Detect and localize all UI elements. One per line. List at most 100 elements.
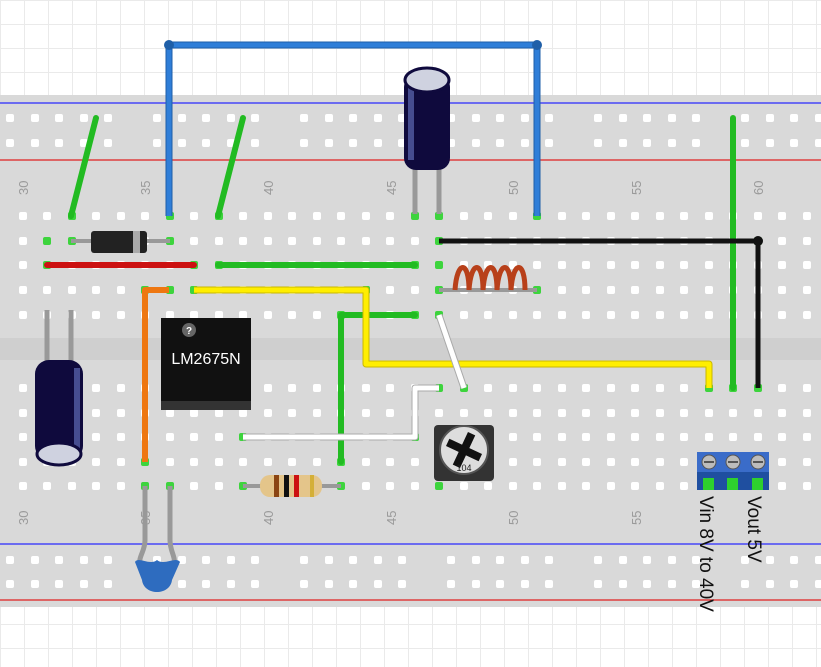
breadboard-hole[interactable] xyxy=(741,139,749,147)
breadboard-hole[interactable] xyxy=(472,580,480,588)
orange-wire[interactable] xyxy=(142,287,169,462)
breadboard-hole[interactable] xyxy=(656,311,664,319)
breadboard-hole[interactable] xyxy=(288,409,296,417)
breadboard-hole[interactable] xyxy=(349,114,357,122)
breadboard-hole[interactable] xyxy=(729,409,737,417)
breadboard-hole[interactable] xyxy=(19,433,27,441)
breadboard-hole[interactable] xyxy=(215,237,223,245)
breadboard-hole[interactable] xyxy=(435,409,443,417)
breadboard-hole[interactable] xyxy=(607,409,615,417)
breadboard-hole[interactable] xyxy=(484,384,492,392)
breadboard-hole[interactable] xyxy=(496,139,504,147)
breadboard-hole[interactable] xyxy=(582,286,590,294)
breadboard-hole[interactable] xyxy=(411,458,419,466)
breadboard-hole[interactable] xyxy=(398,556,406,564)
breadboard-hole[interactable] xyxy=(190,409,198,417)
breadboard-hole[interactable] xyxy=(43,212,51,220)
breadboard-hole[interactable] xyxy=(202,556,210,564)
breadboard-hole[interactable] xyxy=(680,311,688,319)
breadboard-hole[interactable] xyxy=(215,409,223,417)
breadboard-hole[interactable] xyxy=(202,139,210,147)
breadboard-hole[interactable] xyxy=(313,409,321,417)
breadboard-hole[interactable] xyxy=(766,556,774,564)
breadboard-hole[interactable] xyxy=(680,286,688,294)
breadboard-hole[interactable] xyxy=(43,286,51,294)
electrolytic-capacitor-icon[interactable] xyxy=(35,310,83,467)
breadboard-hole[interactable] xyxy=(288,384,296,392)
breadboard-hole[interactable] xyxy=(104,556,112,564)
breadboard-hole[interactable] xyxy=(594,139,602,147)
breadboard-hole[interactable] xyxy=(386,458,394,466)
breadboard-hole[interactable] xyxy=(619,114,627,122)
breadboard-hole[interactable] xyxy=(705,212,713,220)
breadboard-hole[interactable] xyxy=(117,311,125,319)
breadboard-hole[interactable] xyxy=(349,580,357,588)
breadboard-hole[interactable] xyxy=(190,458,198,466)
breadboard-hole[interactable] xyxy=(607,212,615,220)
breadboard-hole[interactable] xyxy=(313,458,321,466)
breadboard-hole[interactable] xyxy=(778,237,786,245)
breadboard-hole[interactable] xyxy=(386,212,394,220)
breadboard-hole[interactable] xyxy=(680,482,688,490)
breadboard-hole[interactable] xyxy=(558,433,566,441)
breadboard-hole[interactable] xyxy=(521,139,529,147)
breadboard-hole[interactable] xyxy=(656,212,664,220)
breadboard-hole[interactable] xyxy=(533,433,541,441)
breadboard-hole[interactable] xyxy=(92,212,100,220)
breadboard-hole[interactable] xyxy=(80,556,88,564)
breadboard-hole[interactable] xyxy=(19,384,27,392)
breadboard-hole[interactable] xyxy=(6,556,14,564)
breadboard-hole[interactable] xyxy=(460,212,468,220)
breadboard-hole[interactable] xyxy=(166,433,174,441)
breadboard-hole[interactable] xyxy=(288,311,296,319)
breadboard-hole[interactable] xyxy=(533,409,541,417)
breadboard-hole[interactable] xyxy=(239,212,247,220)
breadboard-hole[interactable] xyxy=(741,114,749,122)
breadboard-hole[interactable] xyxy=(80,580,88,588)
breadboard-hole[interactable] xyxy=(460,409,468,417)
breadboard-hole[interactable] xyxy=(31,114,39,122)
breadboard-hole[interactable] xyxy=(472,114,480,122)
breadboard-hole[interactable] xyxy=(509,433,517,441)
breadboard-hole[interactable] xyxy=(31,556,39,564)
breadboard-hole[interactable] xyxy=(92,433,100,441)
breadboard-hole[interactable] xyxy=(754,409,762,417)
breadboard-hole[interactable] xyxy=(619,139,627,147)
breadboard-hole[interactable] xyxy=(558,409,566,417)
breadboard-hole[interactable] xyxy=(80,114,88,122)
breadboard-hole[interactable] xyxy=(631,261,639,269)
breadboard-hole[interactable] xyxy=(153,114,161,122)
breadboard-hole[interactable] xyxy=(631,212,639,220)
breadboard-hole[interactable] xyxy=(754,212,762,220)
breadboard-hole[interactable] xyxy=(778,482,786,490)
breadboard-hole[interactable] xyxy=(227,556,235,564)
breadboard-hole[interactable] xyxy=(239,458,247,466)
breadboard-hole[interactable] xyxy=(264,311,272,319)
breadboard-hole[interactable] xyxy=(472,556,480,564)
breadboard-hole[interactable] xyxy=(264,384,272,392)
breadboard-hole[interactable] xyxy=(815,139,821,147)
breadboard-hole[interactable] xyxy=(533,482,541,490)
breadboard-hole[interactable] xyxy=(594,114,602,122)
breadboard-hole[interactable] xyxy=(215,433,223,441)
breadboard-hole[interactable] xyxy=(288,237,296,245)
breadboard-hole[interactable] xyxy=(239,237,247,245)
breadboard-hole[interactable] xyxy=(215,458,223,466)
breadboard-hole[interactable] xyxy=(227,114,235,122)
breadboard-hole[interactable] xyxy=(117,409,125,417)
breadboard-hole[interactable] xyxy=(496,556,504,564)
breadboard-hole[interactable] xyxy=(803,458,811,466)
breadboard-hole[interactable] xyxy=(778,409,786,417)
breadboard-hole[interactable] xyxy=(202,580,210,588)
breadboard-hole[interactable] xyxy=(92,384,100,392)
white-wire-diag[interactable] xyxy=(436,314,467,389)
breadboard-hole[interactable] xyxy=(729,433,737,441)
breadboard-hole[interactable] xyxy=(766,580,774,588)
breadboard-hole[interactable] xyxy=(117,482,125,490)
breadboard-hole[interactable] xyxy=(692,580,700,588)
breadboard-hole[interactable] xyxy=(55,580,63,588)
breadboard-hole[interactable] xyxy=(680,261,688,269)
breadboard-hole[interactable] xyxy=(668,580,676,588)
breadboard-hole[interactable] xyxy=(607,433,615,441)
breadboard-hole[interactable] xyxy=(251,114,259,122)
